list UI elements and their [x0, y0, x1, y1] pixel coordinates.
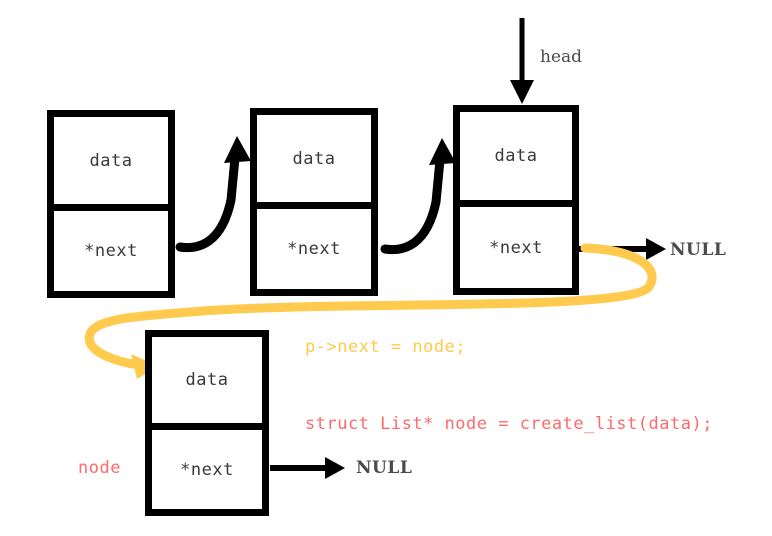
- arrow-node2-to-node3: [380, 138, 456, 255]
- node-new-data-cell: data: [152, 337, 262, 423]
- node-1-next-label: *next: [84, 241, 138, 261]
- list-node-1: data *next: [47, 110, 175, 298]
- arrow-node3-to-null: [578, 238, 666, 260]
- node-1-data-cell: data: [54, 117, 168, 204]
- list-node-new: data *next: [145, 330, 269, 516]
- node-new-next-cell: *next: [152, 423, 262, 509]
- node-3-data-cell: data: [460, 112, 572, 200]
- node-2-data-label: data: [292, 148, 336, 169]
- node-2-data-cell: data: [257, 115, 371, 202]
- new-node-name-label: node: [78, 458, 121, 478]
- node-1-next-cell: *next: [54, 204, 168, 291]
- list-node-2: data *next: [250, 108, 378, 296]
- null-label-bottom: NULL: [356, 458, 413, 478]
- node-new-data-label: data: [185, 370, 229, 390]
- node-2-next-cell: *next: [257, 202, 371, 289]
- arrow-node1-to-node2: [175, 136, 251, 253]
- node-3-data-label: data: [494, 146, 538, 166]
- arrow-newnode-to-null: [270, 457, 345, 479]
- node-new-next-label: *next: [180, 459, 234, 480]
- node-1-data-label: data: [89, 150, 133, 171]
- code-yellow-statement: p->next = node;: [305, 337, 467, 357]
- node-3-next-label: *next: [489, 237, 543, 258]
- head-label: head: [540, 47, 583, 67]
- head-arrow: [510, 18, 534, 104]
- list-node-3: data *next: [453, 105, 579, 295]
- node-2-next-label: *next: [287, 239, 341, 259]
- code-red-statement: struct List* node = create_list(data);: [305, 414, 713, 434]
- node-3-next-cell: *next: [460, 200, 572, 288]
- null-label-top: NULL: [670, 240, 727, 260]
